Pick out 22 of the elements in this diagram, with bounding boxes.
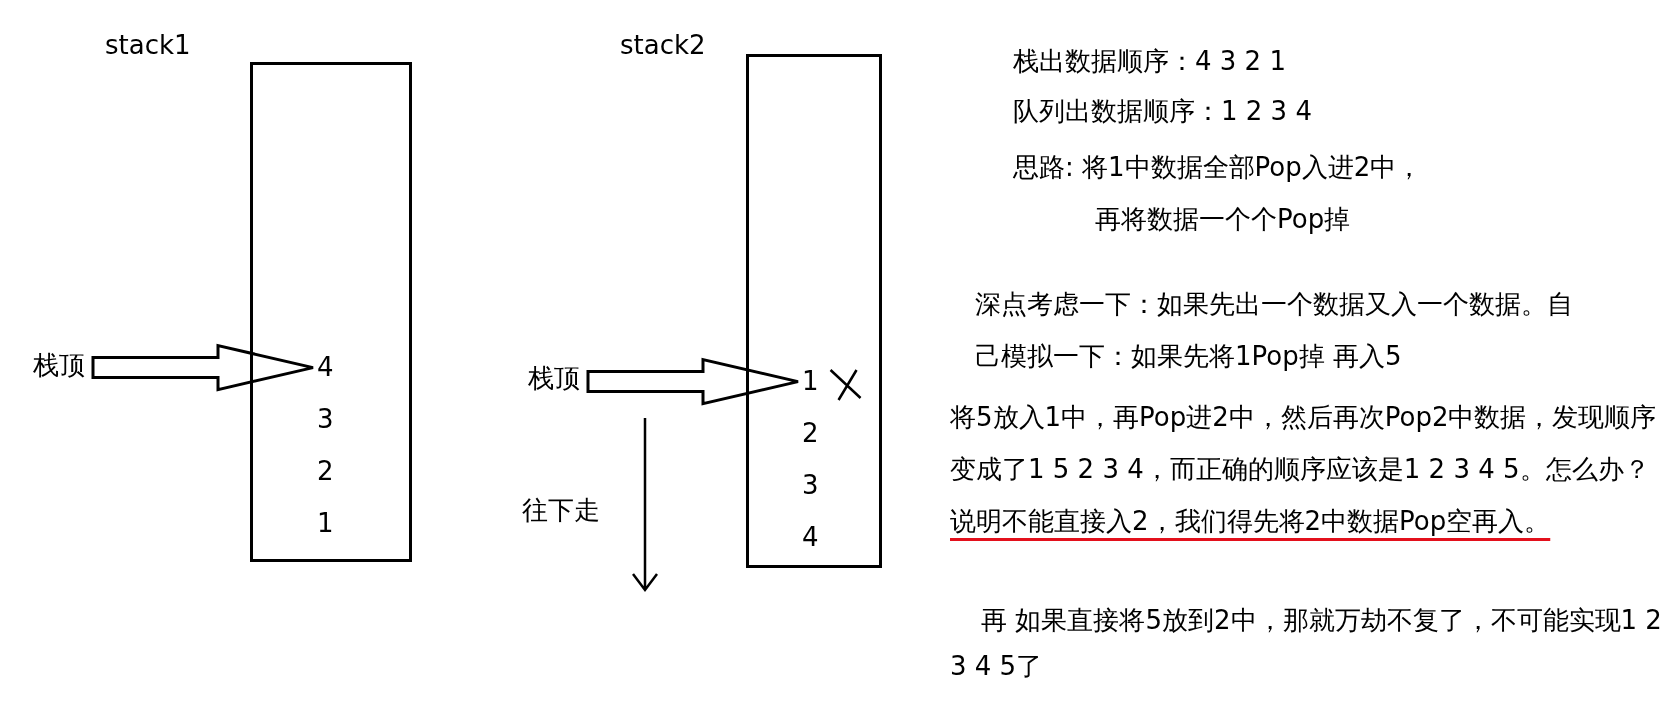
direction-label: 往下走 [522,495,600,527]
note-text: 深点考虑一下：如果先出一个数据又入一个数据。自己模拟一下：如果先将1Pop掉 再入5 [975,288,1574,373]
stack-item: 3 [802,470,819,502]
stack-item: 2 [317,456,334,488]
pointer-label: 栈顶 [528,363,580,395]
stack-item: 1 [802,366,819,398]
stack-item: 4 [317,352,334,384]
stack-item: 3 [317,404,334,436]
note-text: 再 如果直接将5放到2中，那就万劫不复了，不可能实现1 2 3 4 5了 [950,604,1663,683]
note-text: 栈出数据顺序：4 3 2 1 [1013,46,1286,78]
stack-item: 4 [802,522,819,554]
note-text: 思路: 将1中数据全部Pop入进2中，再将数据一个个Pop掉 [1013,151,1424,236]
stack-label: stack2 [620,30,706,62]
stack-item: 2 [802,418,819,450]
note-text: 队列出数据顺序：1 2 3 4 [1013,96,1312,128]
stack-item: 1 [317,508,334,540]
pointer-label: 栈顶 [33,350,85,382]
stack-label: stack1 [105,30,191,62]
arrow [91,343,315,392]
note-text: 将5放入1中，再Pop进2中，然后再次Pop2中数据，发现顺序变成了1 5 2 3 4，而正确的顺序应该是1 2 3 4 5。怎么办？ [950,402,1657,484]
underlined-text: 说明不能直接入2，我们得先将2中数据Pop空再入。 [950,506,1551,536]
arrow [586,357,800,406]
